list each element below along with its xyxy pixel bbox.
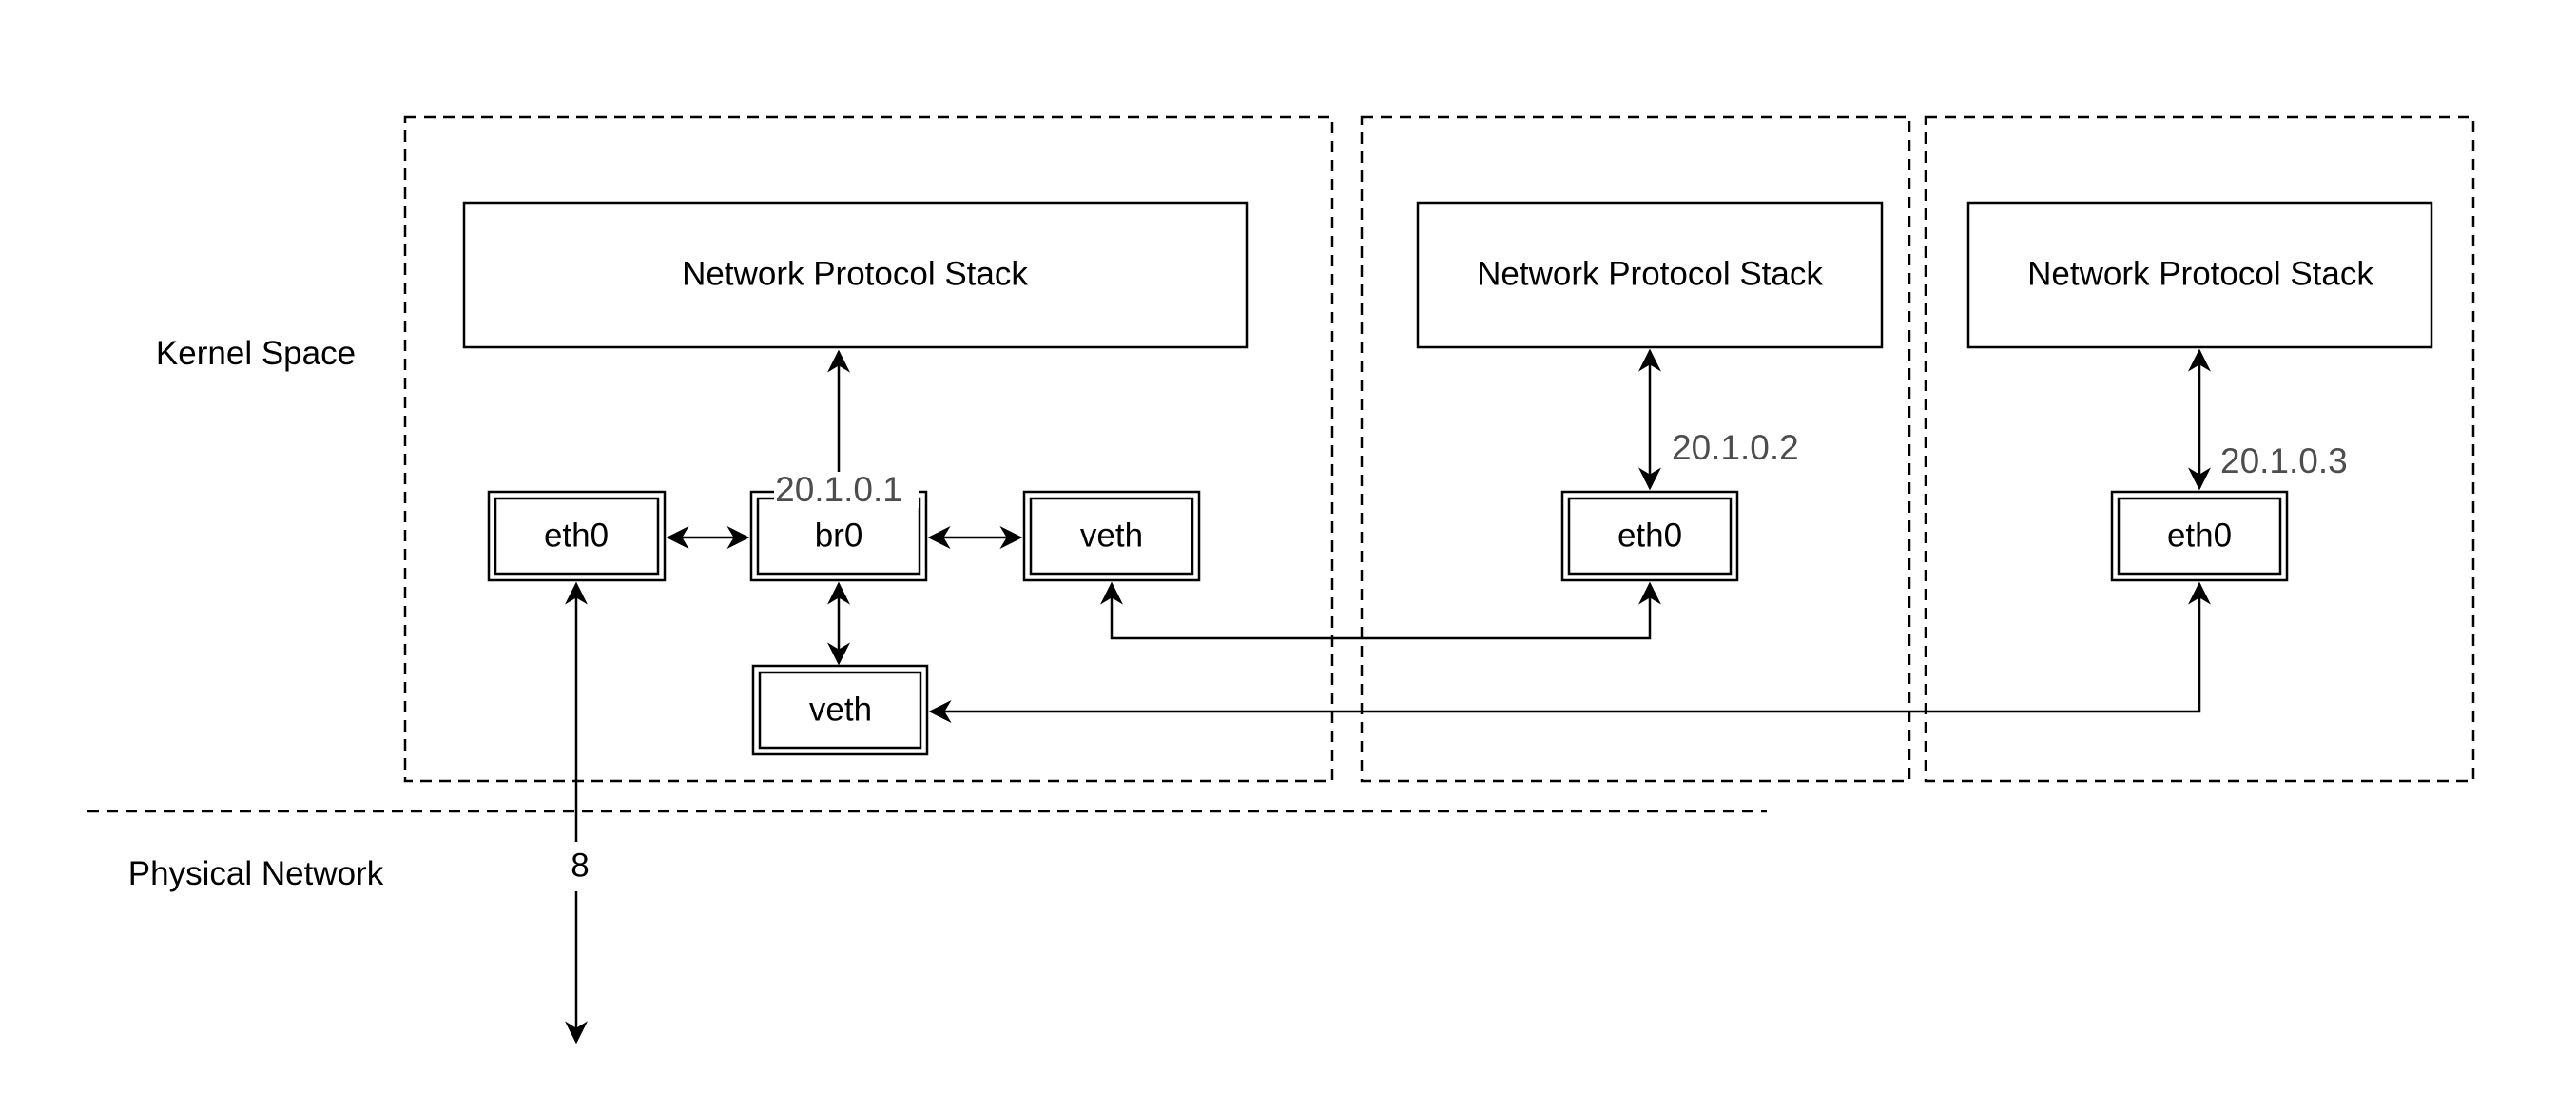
host-veth-top: veth xyxy=(1022,490,1201,582)
container2-protocol-stack: Network Protocol Stack xyxy=(1966,201,2433,349)
veth-bottom-to-container2-link xyxy=(928,581,2211,723)
container2-protocol-stack-label: Network Protocol Stack xyxy=(2027,255,2373,292)
host-eth0-label: eth0 xyxy=(544,517,609,554)
container1-eth0: eth0 xyxy=(1560,490,1739,582)
uplink-label: 8 xyxy=(571,847,589,884)
bridge-ip-label: 20.1.0.1 xyxy=(775,470,902,509)
host-protocol-stack: Network Protocol Stack xyxy=(462,201,1249,349)
container2-ip-label: 20.1.0.3 xyxy=(2220,441,2348,480)
host-protocol-stack-label: Network Protocol Stack xyxy=(682,255,1028,292)
host-veth-top-label: veth xyxy=(1080,517,1143,554)
host-namespace-region xyxy=(403,115,1334,783)
kernel-space-label: Kernel Space xyxy=(156,335,356,372)
container2-namespace-region xyxy=(1924,115,2475,783)
host-veth-bottom-label: veth xyxy=(809,691,872,728)
host-eth0: eth0 xyxy=(487,490,667,582)
physical-network-label: Physical Network xyxy=(128,855,384,892)
container1-ip-label: 20.1.0.2 xyxy=(1672,428,1799,467)
container1-namespace-region xyxy=(1360,115,1911,783)
host-veth-bottom: veth xyxy=(751,664,929,756)
container1-protocol-stack-label: Network Protocol Stack xyxy=(1477,255,1823,292)
veth-top-to-container1-link xyxy=(1100,581,1661,640)
container2-eth0: eth0 xyxy=(2110,490,2289,582)
bridge-br0-label: br0 xyxy=(815,517,863,554)
container1-eth0-label: eth0 xyxy=(1617,517,1682,554)
container2-eth0-label: eth0 xyxy=(2167,517,2232,554)
container1-protocol-stack: Network Protocol Stack xyxy=(1416,201,1884,349)
